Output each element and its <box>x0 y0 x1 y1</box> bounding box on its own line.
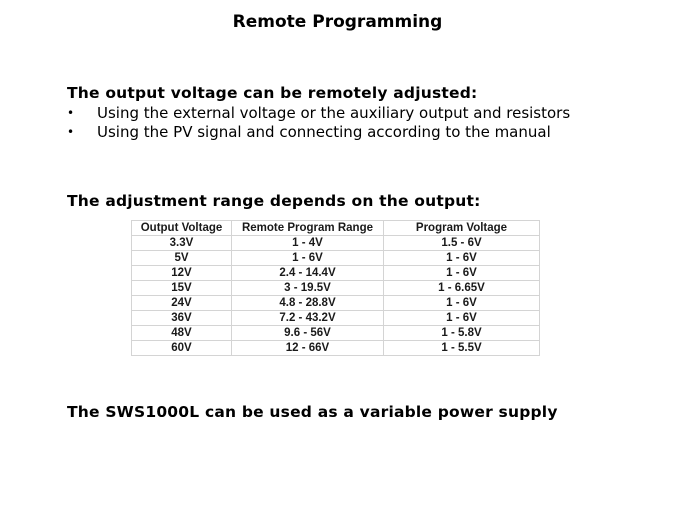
cell-output-voltage: 36V <box>131 310 232 326</box>
table-row: 24V 4.8 - 28.8V 1 - 6V <box>131 295 540 311</box>
section-heading-variable-supply: The SWS1000L can be used as a variable p… <box>67 403 558 421</box>
cell-program-voltage: 1 - 6.65V <box>383 280 540 296</box>
bullet-text: Using the external voltage or the auxili… <box>97 104 571 122</box>
header-remote-program-range: Remote Program Range <box>231 220 384 236</box>
cell-program-voltage: 1 - 6V <box>383 310 540 326</box>
cell-remote-program-range: 3 - 19.5V <box>231 280 384 296</box>
bullet-item: • Using the external voltage or the auxi… <box>67 104 570 123</box>
table-row: 60V 12 - 66V 1 - 5.5V <box>131 340 540 356</box>
cell-remote-program-range: 1 - 6V <box>231 250 384 266</box>
cell-remote-program-range: 12 - 66V <box>231 340 384 356</box>
cell-output-voltage: 5V <box>131 250 232 266</box>
cell-remote-program-range: 1 - 4V <box>231 235 384 251</box>
cell-output-voltage: 15V <box>131 280 232 296</box>
table-row: 15V 3 - 19.5V 1 - 6.65V <box>131 280 540 296</box>
cell-output-voltage: 3.3V <box>131 235 232 251</box>
cell-remote-program-range: 4.8 - 28.8V <box>231 295 384 311</box>
cell-program-voltage: 1 - 6V <box>383 265 540 281</box>
header-program-voltage: Program Voltage <box>383 220 540 236</box>
cell-program-voltage: 1 - 6V <box>383 295 540 311</box>
cell-output-voltage: 12V <box>131 265 232 281</box>
section-heading-remote-adjust: The output voltage can be remotely adjus… <box>67 84 478 102</box>
header-output-voltage: Output Voltage <box>131 220 232 236</box>
cell-remote-program-range: 9.6 - 56V <box>231 325 384 341</box>
bullet-icon: • <box>67 106 75 120</box>
table-row: 5V 1 - 6V 1 - 6V <box>131 250 540 266</box>
table-row: 48V 9.6 - 56V 1 - 5.8V <box>131 325 540 341</box>
bullet-text: Using the PV signal and connecting accor… <box>97 123 551 141</box>
bullet-list: • Using the external voltage or the auxi… <box>67 104 570 142</box>
cell-output-voltage: 24V <box>131 295 232 311</box>
cell-program-voltage: 1 - 5.5V <box>383 340 540 356</box>
cell-program-voltage: 1 - 5.8V <box>383 325 540 341</box>
voltage-range-table: Output Voltage Remote Program Range Prog… <box>131 220 540 356</box>
slide-title: Remote Programming <box>232 12 443 32</box>
section-heading-adjustment-range: The adjustment range depends on the outp… <box>67 192 481 210</box>
table-header-row: Output Voltage Remote Program Range Prog… <box>131 220 540 236</box>
cell-program-voltage: 1 - 6V <box>383 250 540 266</box>
table-row: 36V 7.2 - 43.2V 1 - 6V <box>131 310 540 326</box>
table-row: 12V 2.4 - 14.4V 1 - 6V <box>131 265 540 281</box>
cell-program-voltage: 1.5 - 6V <box>383 235 540 251</box>
cell-output-voltage: 48V <box>131 325 232 341</box>
cell-remote-program-range: 2.4 - 14.4V <box>231 265 384 281</box>
bullet-icon: • <box>67 125 75 139</box>
bullet-item: • Using the PV signal and connecting acc… <box>67 123 570 142</box>
cell-remote-program-range: 7.2 - 43.2V <box>231 310 384 326</box>
table-row: 3.3V 1 - 4V 1.5 - 6V <box>131 235 540 251</box>
cell-output-voltage: 60V <box>131 340 232 356</box>
